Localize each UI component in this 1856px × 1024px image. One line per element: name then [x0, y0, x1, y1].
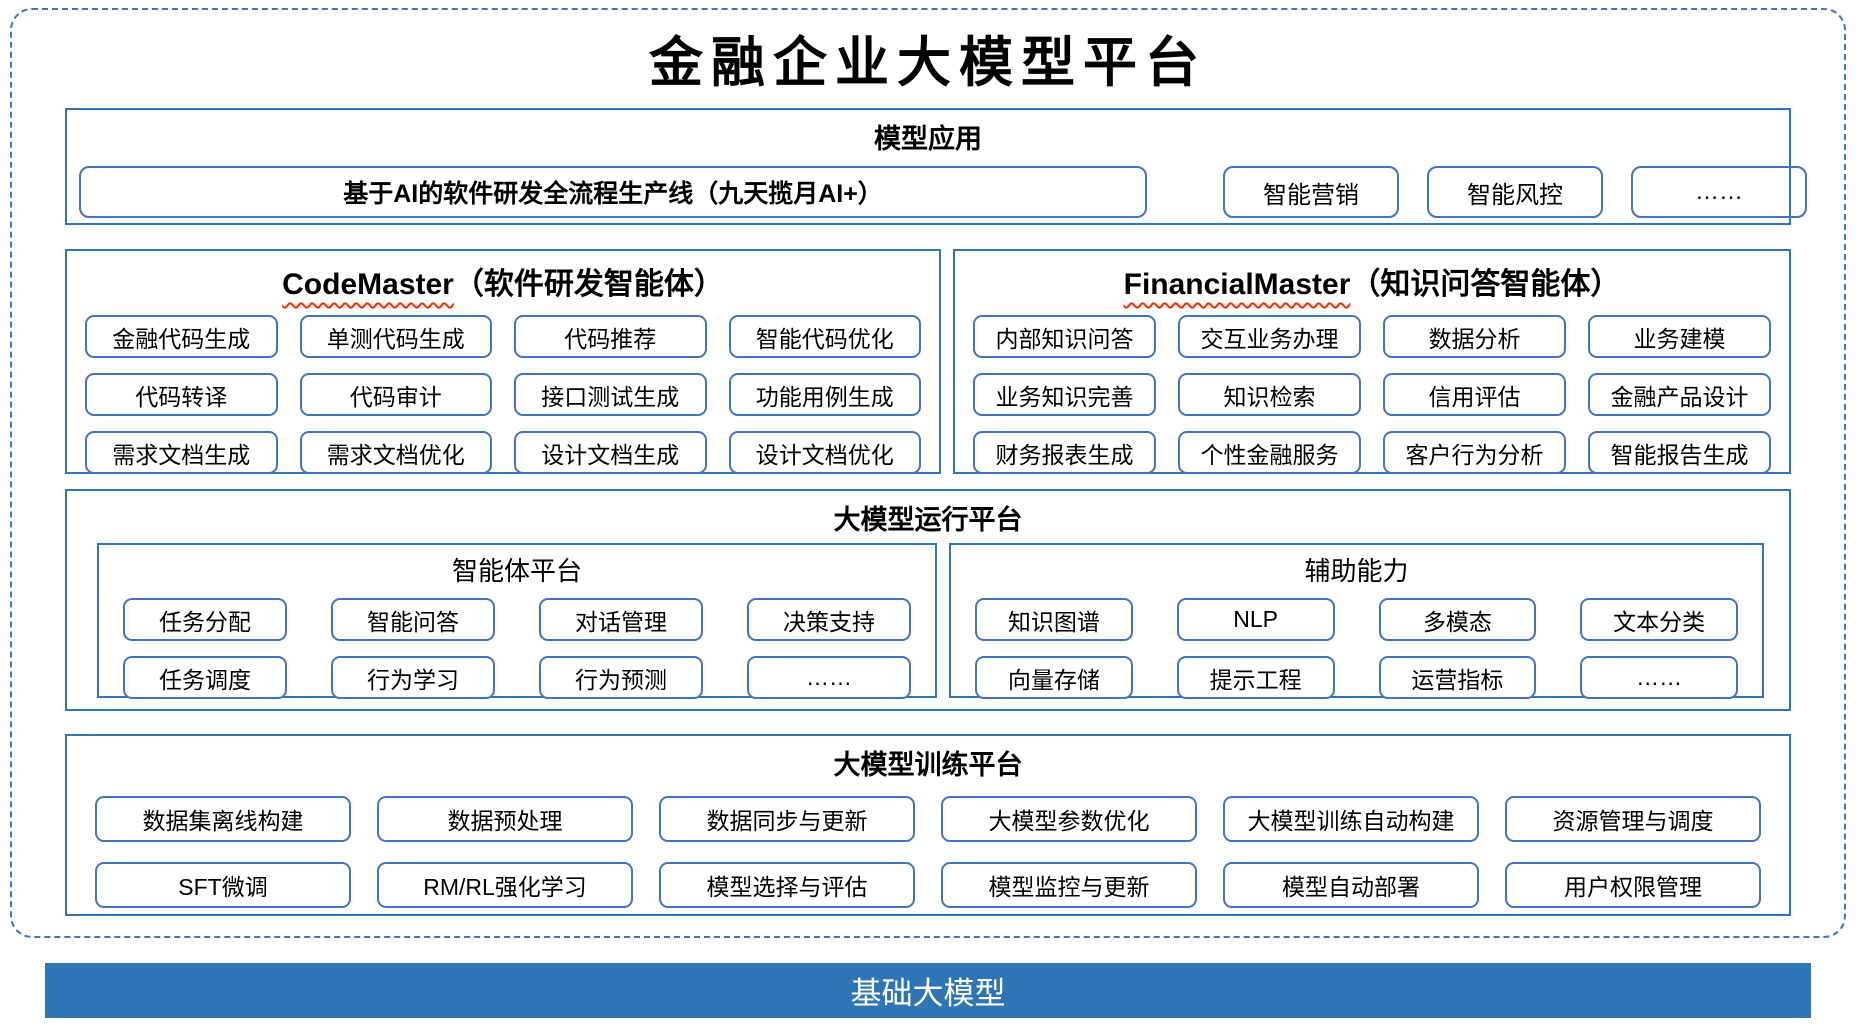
base-model-bar: 基础大模型: [45, 963, 1811, 1018]
financialmaster-name: FinancialMaster: [1123, 268, 1351, 301]
item-box: 智能报告生成: [1588, 431, 1771, 474]
item-box: 数据分析: [1383, 315, 1566, 358]
item-box: 单测代码生成: [299, 315, 492, 358]
item-box: 业务知识完善: [973, 373, 1156, 416]
codemaster-name: CodeMaster: [282, 268, 454, 301]
item-box: 财务报表生成: [973, 431, 1156, 474]
item-box: 决策支持: [747, 598, 911, 641]
item-box: 智能代码优化: [728, 315, 921, 358]
aux-capability-items: 知识图谱 NLP 多模态 文本分类 向量存储 提示工程 运营指标 ……: [951, 588, 1762, 699]
model-applications-title: 模型应用: [874, 124, 982, 154]
app-box-smart-risk-control: 智能风控: [1427, 166, 1603, 218]
item-box: 代码推荐: [514, 315, 707, 358]
item-box: 代码转译: [85, 373, 278, 416]
item-box: 业务建模: [1588, 315, 1771, 358]
app-box-ellipsis: ……: [1631, 166, 1807, 218]
item-box: 提示工程: [1176, 656, 1335, 699]
item-box: ……: [1580, 656, 1738, 699]
financialmaster-items: 内部知识问答 交互业务办理 数据分析 业务建模 业务知识完善 知识检索 信用评估…: [955, 303, 1789, 474]
item-box: 用户权限管理: [1505, 862, 1761, 908]
platform-outer-frame: [10, 8, 1846, 938]
item-box: 功能用例生成: [728, 373, 921, 416]
aux-capability-title: 辅助能力: [1304, 556, 1409, 586]
item-box: 信用评估: [1383, 373, 1566, 416]
item-box: 代码审计: [299, 373, 492, 416]
item-box: 接口测试生成: [514, 373, 707, 416]
item-box: 个性金融服务: [1178, 431, 1361, 474]
codemaster-subtitle: （软件研发智能体）: [453, 268, 724, 301]
section-codemaster: CodeMaster（软件研发智能体） 金融代码生成 单测代码生成 代码推荐 智…: [65, 249, 941, 474]
training-platform-items: 数据集离线构建 数据预处理 数据同步与更新 大模型参数优化 大模型训练自动构建 …: [67, 782, 1789, 908]
item-box: 行为学习: [331, 656, 495, 699]
item-box: 数据集离线构建: [95, 796, 351, 842]
ai-pipeline-box: 基于AI的软件研发全流程生产线（九天揽月AI+）: [79, 166, 1147, 218]
section-runtime-platform: 大模型运行平台 智能体平台 任务分配 智能问答 对话管理 决策支持 任务调度 行…: [65, 489, 1791, 711]
financialmaster-title: FinancialMaster（知识问答智能体）: [955, 251, 1789, 303]
item-box: 知识图谱: [975, 598, 1133, 641]
item-box: 交互业务办理: [1178, 315, 1361, 358]
item-box: RM/RL强化学习: [377, 862, 633, 908]
item-box: 内部知识问答: [973, 315, 1156, 358]
item-box: 数据同步与更新: [659, 796, 915, 842]
item-box: 多模态: [1378, 598, 1537, 641]
agent-platform-items: 任务分配 智能问答 对话管理 决策支持 任务调度 行为学习 行为预测 ……: [99, 588, 935, 699]
item-box: SFT微调: [95, 862, 351, 908]
model-applications-row: 基于AI的软件研发全流程生产线（九天揽月AI+） 智能营销 智能风控 ……: [67, 156, 1807, 218]
item-box: 模型监控与更新: [941, 862, 1197, 908]
item-box: 金融产品设计: [1588, 373, 1771, 416]
financialmaster-subtitle: （知识问答智能体）: [1350, 268, 1621, 301]
section-financialmaster: FinancialMaster（知识问答智能体） 内部知识问答 交互业务办理 数…: [953, 249, 1791, 474]
item-box: 设计文档优化: [728, 431, 921, 474]
app-box-smart-marketing: 智能营销: [1223, 166, 1399, 218]
base-model-label: 基础大模型: [850, 976, 1006, 1011]
item-box: 设计文档生成: [514, 431, 707, 474]
section-model-applications: 模型应用 基于AI的软件研发全流程生产线（九天揽月AI+） 智能营销 智能风控 …: [65, 108, 1807, 225]
item-box: 模型自动部署: [1223, 862, 1479, 908]
page-title: 金融企业大模型平台: [649, 30, 1207, 94]
item-box: 向量存储: [975, 656, 1133, 699]
item-box: 大模型参数优化: [941, 796, 1197, 842]
spacer: [1175, 166, 1195, 218]
runtime-platform-title: 大模型运行平台: [833, 505, 1023, 535]
item-box: 金融代码生成: [85, 315, 278, 358]
item-box: ……: [747, 656, 911, 699]
item-box: 智能问答: [331, 598, 495, 641]
panel-aux-capability: 辅助能力 知识图谱 NLP 多模态 文本分类 向量存储 提示工程 运营指标 ……: [949, 543, 1764, 699]
agent-platform-title: 智能体平台: [451, 556, 582, 586]
codemaster-items: 金融代码生成 单测代码生成 代码推荐 智能代码优化 代码转译 代码审计 接口测试…: [67, 303, 939, 474]
item-box: 行为预测: [539, 656, 703, 699]
item-box: NLP: [1176, 598, 1335, 641]
item-box: 对话管理: [539, 598, 703, 641]
item-box: 数据预处理: [377, 796, 633, 842]
item-box: 资源管理与调度: [1505, 796, 1761, 842]
item-box: 任务调度: [123, 656, 287, 699]
item-box: 客户行为分析: [1383, 431, 1566, 474]
section-training-platform: 大模型训练平台 数据集离线构建 数据预处理 数据同步与更新 大模型参数优化 大模…: [65, 734, 1791, 916]
item-box: 大模型训练自动构建: [1223, 796, 1479, 842]
item-box: 知识检索: [1178, 373, 1361, 416]
item-box: 运营指标: [1378, 656, 1537, 699]
item-box: 模型选择与评估: [659, 862, 915, 908]
item-box: 需求文档优化: [299, 431, 492, 474]
item-box: 需求文档生成: [85, 431, 278, 474]
item-box: 文本分类: [1580, 598, 1738, 641]
training-platform-title: 大模型训练平台: [833, 750, 1023, 780]
codemaster-title: CodeMaster（软件研发智能体）: [67, 251, 939, 303]
item-box: 任务分配: [123, 598, 287, 641]
panel-agent-platform: 智能体平台 任务分配 智能问答 对话管理 决策支持 任务调度 行为学习 行为预测…: [97, 543, 937, 699]
